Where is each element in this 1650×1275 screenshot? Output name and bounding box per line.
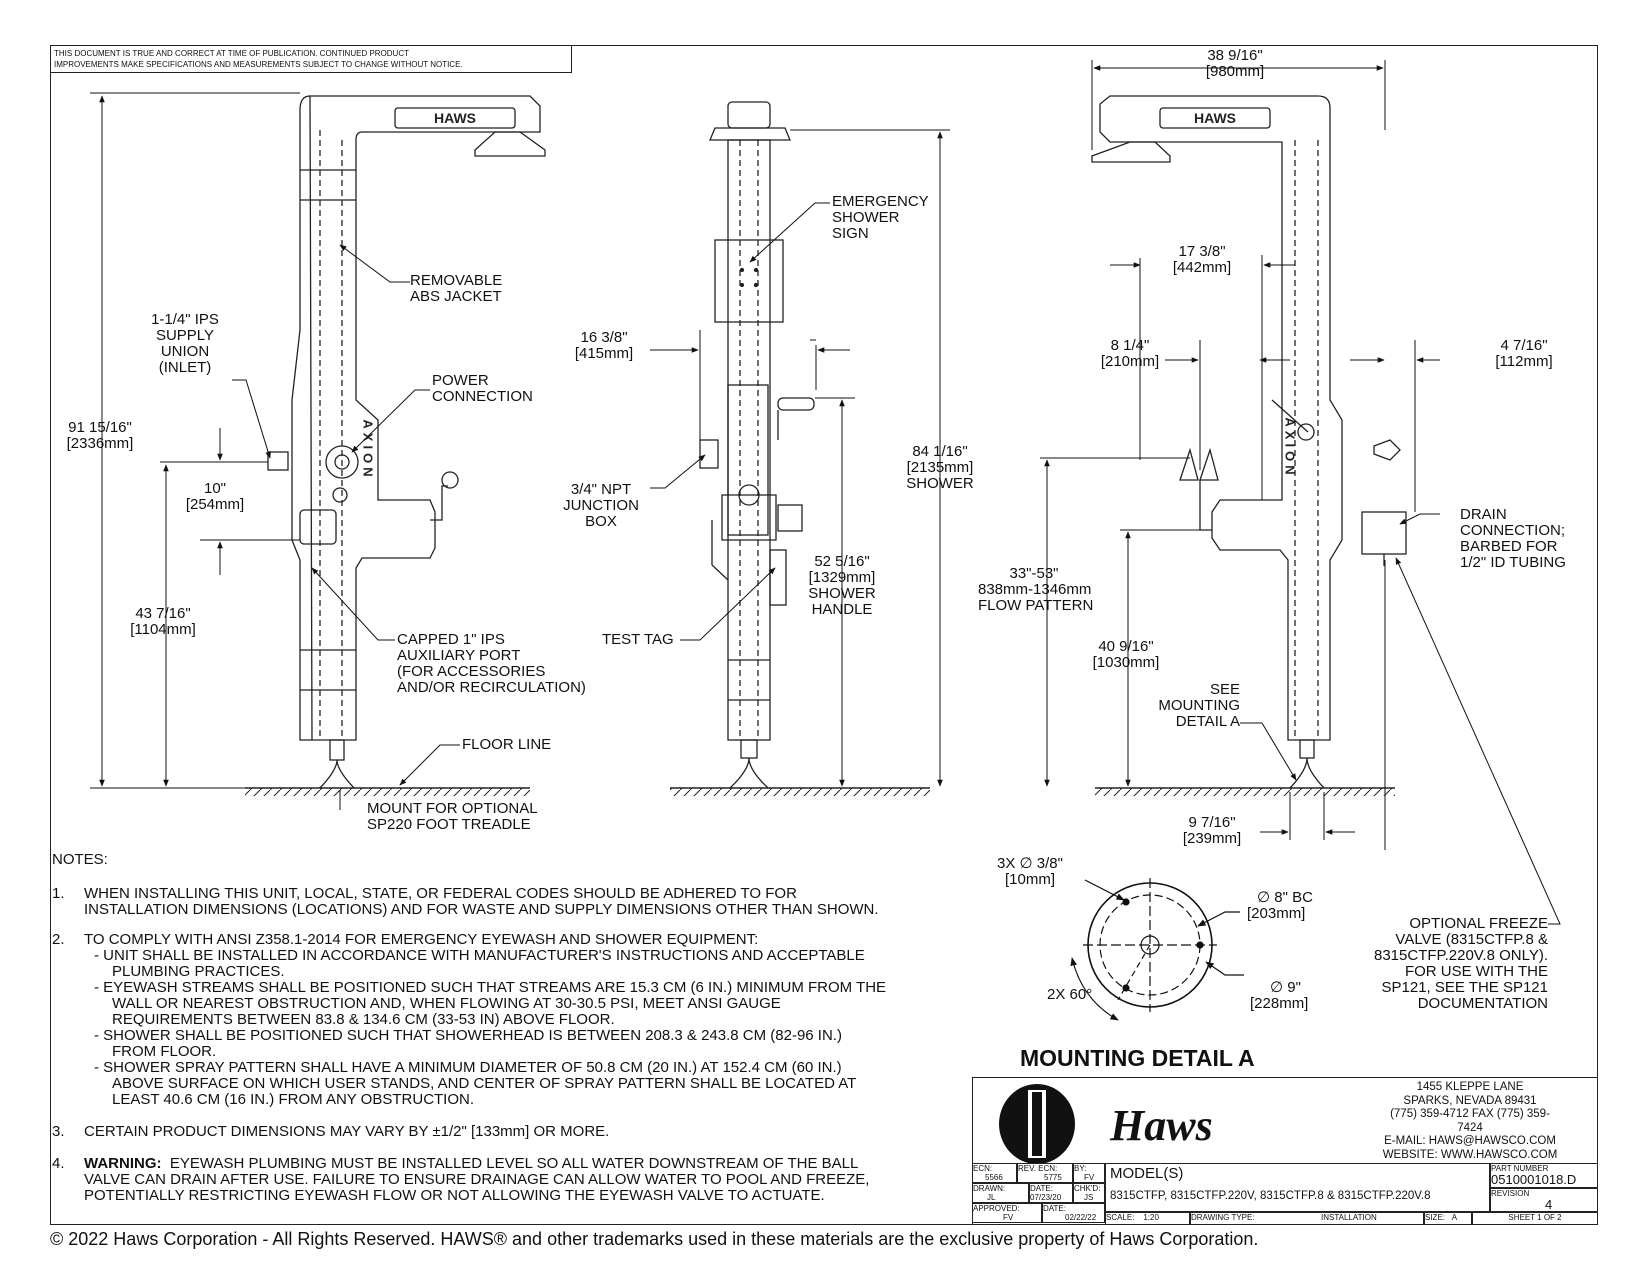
dim-shower-height: 84 1/16"[2135mm]SHOWER [906,443,974,492]
dim-overall-width: 38 9/16"[980mm] [1205,47,1265,80]
dim-port-height: 43 7/16"[1104mm] [130,605,196,638]
dim-bowl-height: 40 9/16"[1030mm] [1092,638,1160,671]
tb-date2: DATE:02/22/22 [1042,1203,1105,1223]
dim-base-width: 9 7/16"[239mm] [1182,814,1242,847]
mounting-detail-drawing [1070,878,1244,1021]
tb-rev-ecn: REV. ECN:5775 [1017,1163,1073,1183]
svg-text:HAWS: HAWS [434,110,476,126]
tb-drawn: DRAWN:JL [972,1183,1029,1203]
tb-by: BY:FV [1073,1163,1105,1183]
note-2: TO COMPLY WITH ANSI Z358.1-2014 FOR EMER… [84,931,759,948]
title-block [972,1077,1598,1225]
view3-unit: HAWS AXION [1091,95,1407,796]
tb-scale: SCALE: 1:20 [1105,1212,1190,1225]
copyright-notice: © 2022 Haws Corporation - All Rights Res… [50,1229,1259,1249]
dim-mounting-holes: 3X ∅ 3/8"[10mm] [997,855,1063,888]
haws-logo: Haws [999,1084,1213,1164]
tb-chkd: CHK'D:JS [1073,1183,1105,1203]
note-2-sub-2: - EYEWASH STREAMS SHALL BE POSITIONED SU… [94,979,887,996]
dim-width-17: 17 3/8"[442mm] [1172,243,1232,276]
note-1: WHEN INSTALLING THIS UNIT, LOCAL, STATE,… [84,885,879,918]
dim-angle: 2X 60° [1047,986,1093,1003]
mounting-detail-title: MOUNTING DETAIL A [1020,1045,1255,1071]
tb-drawing-type: DRAWING TYPE: INSTALLATION [1190,1212,1424,1225]
dim-width-8: 8 1/4"[210mm] [1100,337,1160,370]
dim-depth: 16 3/8"[415mm] [574,329,634,362]
view1-unit: HAWS AXION [245,95,546,796]
note-4: WARNING: EYEWASH PLUMBING MUST BE INSTAL… [84,1155,870,1204]
note-2-sub-1: - UNIT SHALL BE INSTALLED IN ACCORDANCE … [94,947,865,964]
label-test-tag: TEST TAG [602,631,674,648]
dimension-lines [90,60,1440,850]
tb-ecn: ECN:5566 [972,1163,1017,1183]
notes-heading: NOTES: [52,851,108,868]
tb-approved: APPROVED:FV [972,1203,1042,1223]
label-floor-line: FLOOR LINE [462,736,552,753]
note-3: CERTAIN PRODUCT DIMENSIONS MAY VARY BY ±… [84,1123,610,1140]
tb-models: MODEL(S) 8315CTFP, 8315CTFP.220V, 8315CT… [1105,1163,1490,1212]
svg-text:AXION: AXION [361,419,376,480]
dim-overall-height: 91 15/16"[2336mm] [66,419,134,452]
disclaimer: THIS DOCUMENT IS TRUE AND CORRECT AT TIM… [50,45,572,73]
svg-text:Haws: Haws [1109,1101,1213,1150]
tb-date1: DATE:07/23/20 [1029,1183,1073,1203]
tb-part-number: PART NUMBER 0510001018.D [1490,1163,1598,1188]
drawing-border [50,45,1598,1225]
svg-text:HAWS: HAWS [1194,110,1236,126]
dim-width-4: 4 7/16"[112mm] [1495,337,1553,370]
note-2-sub-3: - SHOWER SHALL BE POSITIONED SUCH THAT S… [94,1027,842,1044]
tb-revision: REVISION 4 [1490,1188,1598,1212]
dim-union-offset: 10"[254mm] [185,480,245,513]
view2-unit [670,101,930,796]
leader-lines [232,202,1561,925]
dim-base-diameter: ∅ 9"[228mm] [1250,979,1309,1012]
svg-text:AXION: AXION [1283,417,1298,478]
dim-bolt-circle: ∅ 8" BC[203mm] [1247,889,1313,922]
tb-sheet: SHEET 1 OF 2 [1472,1212,1598,1225]
note-2-sub-4: - SHOWER SPRAY PATTERN SHALL HAVE A MINI… [94,1059,842,1076]
tb-size: SIZE: A [1424,1212,1472,1225]
